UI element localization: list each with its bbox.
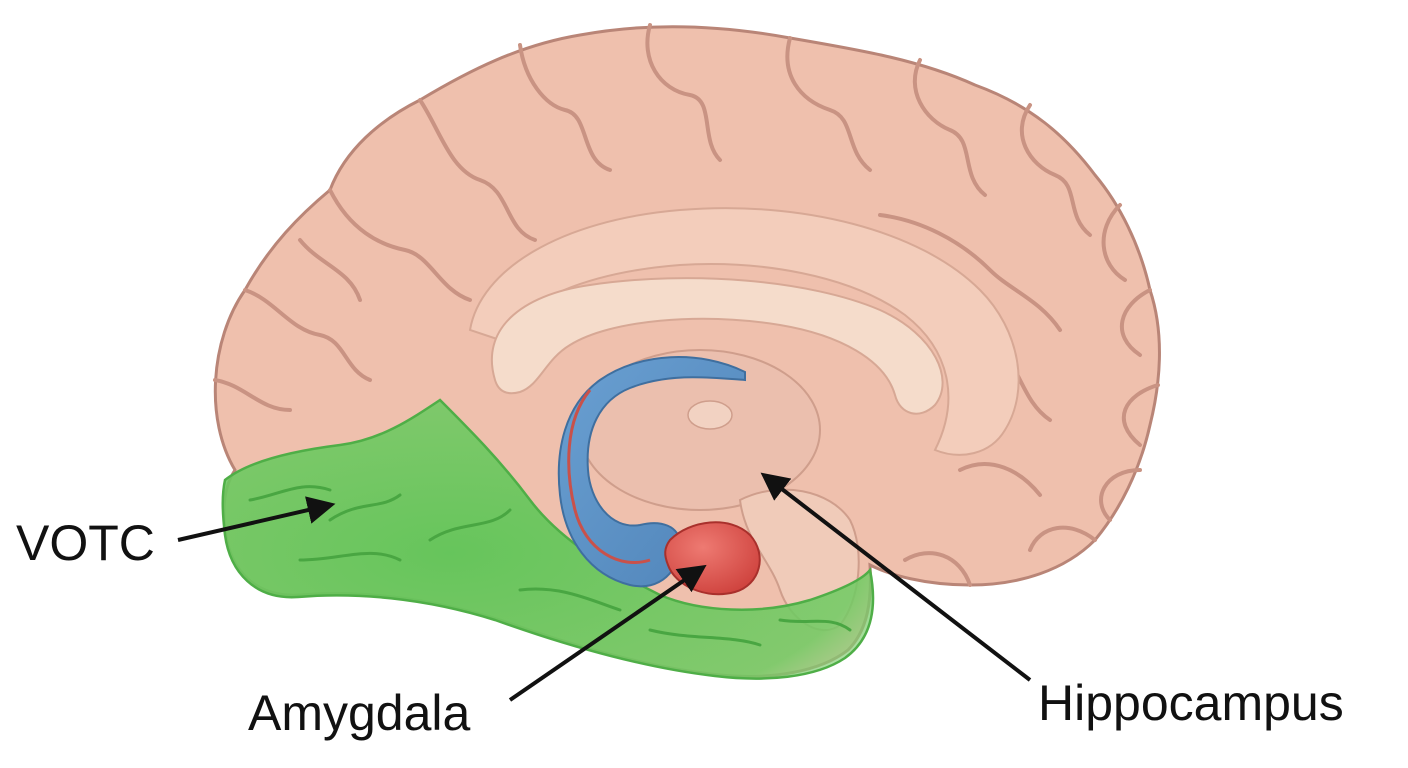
inner-nucleus: [687, 400, 733, 430]
corpus-callosum: [490, 277, 944, 415]
votc-region: [221, 398, 875, 680]
votc-label: VOTC: [16, 515, 155, 571]
votc-arrow: [177, 496, 336, 542]
fornix-line: [567, 389, 651, 565]
gyri-folds: [213, 23, 1160, 587]
hippocampus-arrow: [760, 472, 1032, 682]
amygdala-label: Amygdala: [248, 685, 471, 741]
cingulate-gyrus: [468, 207, 1020, 456]
amygdala-arrow: [508, 564, 707, 702]
votc-folds: [248, 485, 852, 647]
hippocampus-label: Hippocampus: [1038, 675, 1344, 731]
